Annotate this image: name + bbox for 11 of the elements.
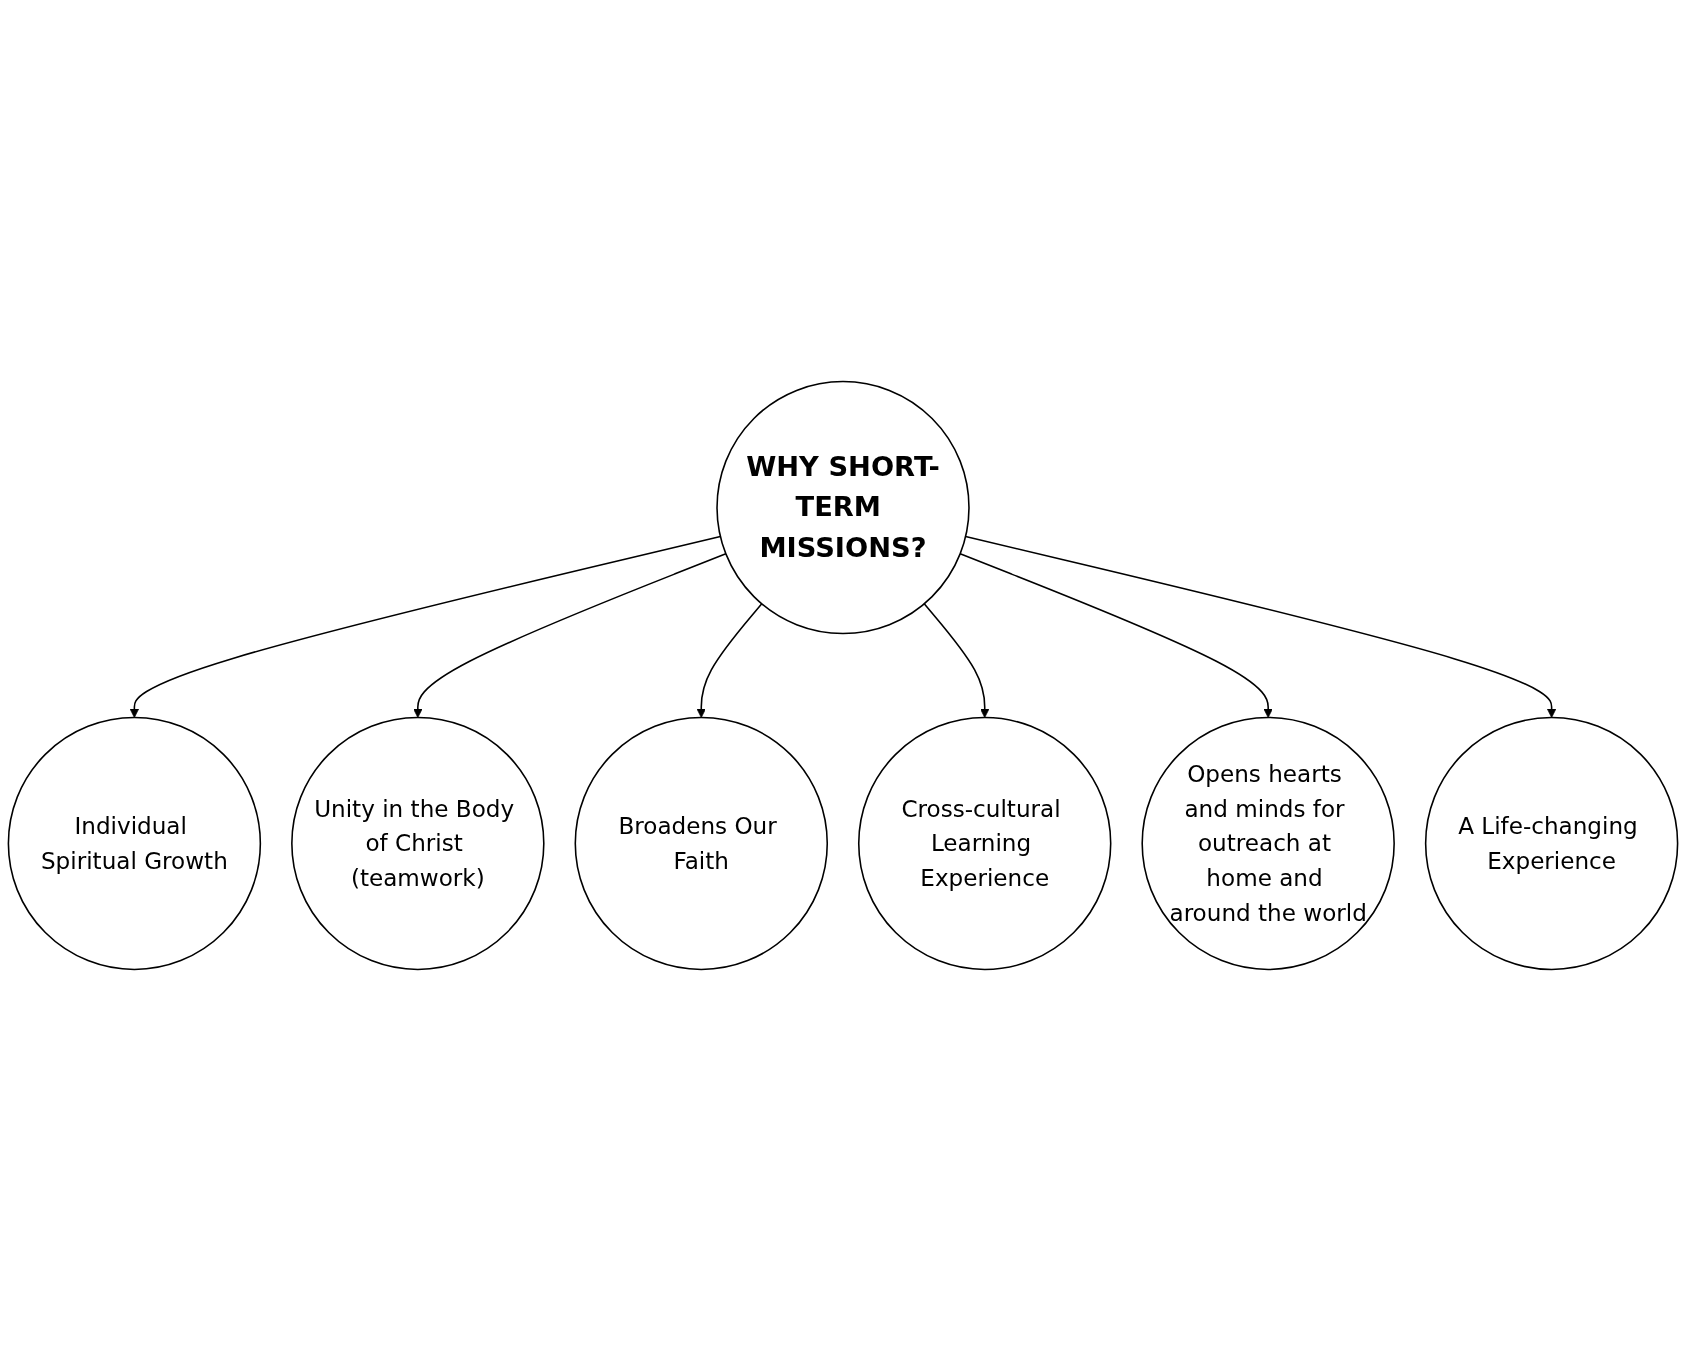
arrow [696,603,763,718]
node-circle: Opens hearts and minds for outreach at home and around the world [1141,716,1395,971]
arrow [923,603,990,718]
arrow [959,553,1273,718]
node-circle: Individual Spiritual Growth [7,716,262,971]
node-circle: A Life-changing Experience [1424,716,1679,971]
arrow [413,553,727,718]
node-circle: Cross-cultural Learning Experience [857,716,1112,971]
node-circle: Broadens Our Faith [574,716,829,971]
node-circle: Unity in the Body of Christ (teamwork) [291,716,545,971]
node-circle: WHY SHORT-TERM MISSIONS? [716,380,970,635]
